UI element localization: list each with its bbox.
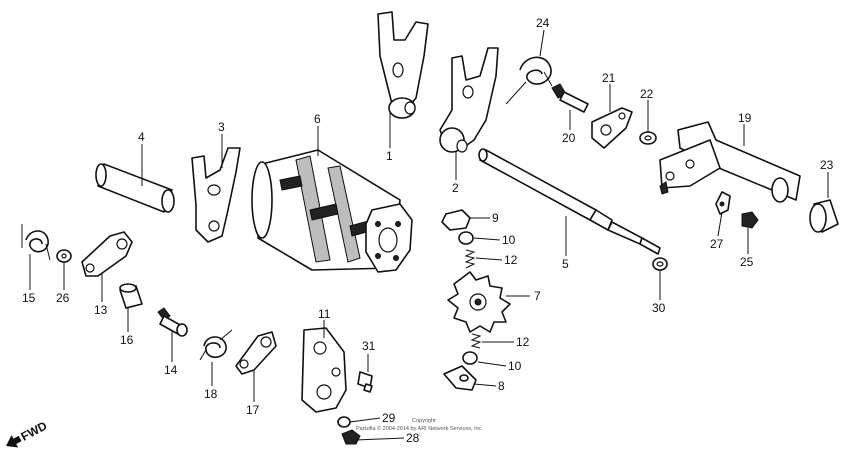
callout-29: 29 [382,411,396,425]
stopper-arm-13 [81,231,133,277]
copyright-notice: Copyright Partzilla © 2004-2014 by ARI N… [356,418,483,432]
callout-31: 31 [362,339,376,353]
clamp-27 [715,191,731,215]
collar-16 [119,283,143,309]
oil-seal-23 [809,199,839,233]
callout-2: 2 [452,181,459,195]
shift-spindle-19 [659,121,801,203]
callout-7: 7 [534,289,541,303]
pin-10-upper [458,231,474,245]
callout-3: 3 [218,120,225,134]
callout-13: 13 [94,303,108,317]
pin-10-lower [462,351,478,365]
callout-18: 18 [204,387,218,401]
circlip-30 [652,257,668,271]
neutral-switch-cam-8 [443,365,477,391]
callout-25: 25 [740,255,754,269]
callout-15: 15 [22,291,36,305]
shift-fork-2 [439,47,499,153]
callout-10-lower: 10 [508,359,522,373]
callout-12-upper: 12 [504,253,518,267]
spring-12-lower [470,333,482,349]
washer-29 [337,416,351,428]
shift-drum-6 [251,149,413,273]
callout-1: 1 [386,149,393,163]
washer-26 [56,249,72,263]
return-spring-24 [505,56,553,105]
callout-26: 26 [56,291,70,305]
leader-lines [29,29,829,441]
star-plate-7 [447,271,511,333]
callout-24: 24 [536,16,550,30]
stopper-plate-11 [301,327,347,413]
callout-11: 11 [318,307,331,321]
callout-30: 30 [652,301,666,315]
forward-direction-indicator: FWD [6,418,50,448]
collar-22 [639,131,657,145]
callout-19: 19 [738,111,752,125]
callout-4: 4 [138,130,145,144]
copyright-line-2: Partzilla © 2004-2014 by ARI Network Ser… [356,425,483,432]
callout-5: 5 [562,257,569,271]
spring-18 [199,329,233,361]
spring-15 [21,224,51,261]
nut-25 [741,211,759,229]
fork-shaft-4 [95,163,175,213]
cap-9 [441,209,471,231]
bolt-31 [357,371,373,393]
bolt-14 [157,307,188,337]
shift-fork-3 [191,147,241,243]
callout-21: 21 [602,71,616,85]
spring-12-upper [464,249,476,269]
callout-23: 23 [820,158,834,172]
callout-9: 9 [492,211,499,225]
callout-14: 14 [164,363,178,377]
callout-22: 22 [640,87,654,101]
callout-27: 27 [710,237,724,251]
callout-6: 6 [314,112,321,126]
nut-28 [341,429,361,445]
drum-shaft-5 [478,148,661,255]
callout-labels: 1 2 3 4 5 6 7 8 9 10 12 12 10 11 13 14 1… [22,16,834,445]
bolt-20 [551,83,589,113]
callout-20: 20 [562,131,576,145]
fwd-label: FWD [19,418,50,443]
arm-17 [235,331,277,375]
shift-fork-1 [377,11,429,119]
callout-12-lower: 12 [516,335,530,349]
guide-plate-21 [591,107,633,149]
fwd-arrow-icon [6,435,22,448]
copyright-line-1: Copyright [412,418,436,424]
callout-10-upper: 10 [502,233,516,247]
callout-16: 16 [120,333,134,347]
callout-28: 28 [406,431,420,445]
callout-8: 8 [498,379,505,393]
callout-17: 17 [246,403,260,417]
